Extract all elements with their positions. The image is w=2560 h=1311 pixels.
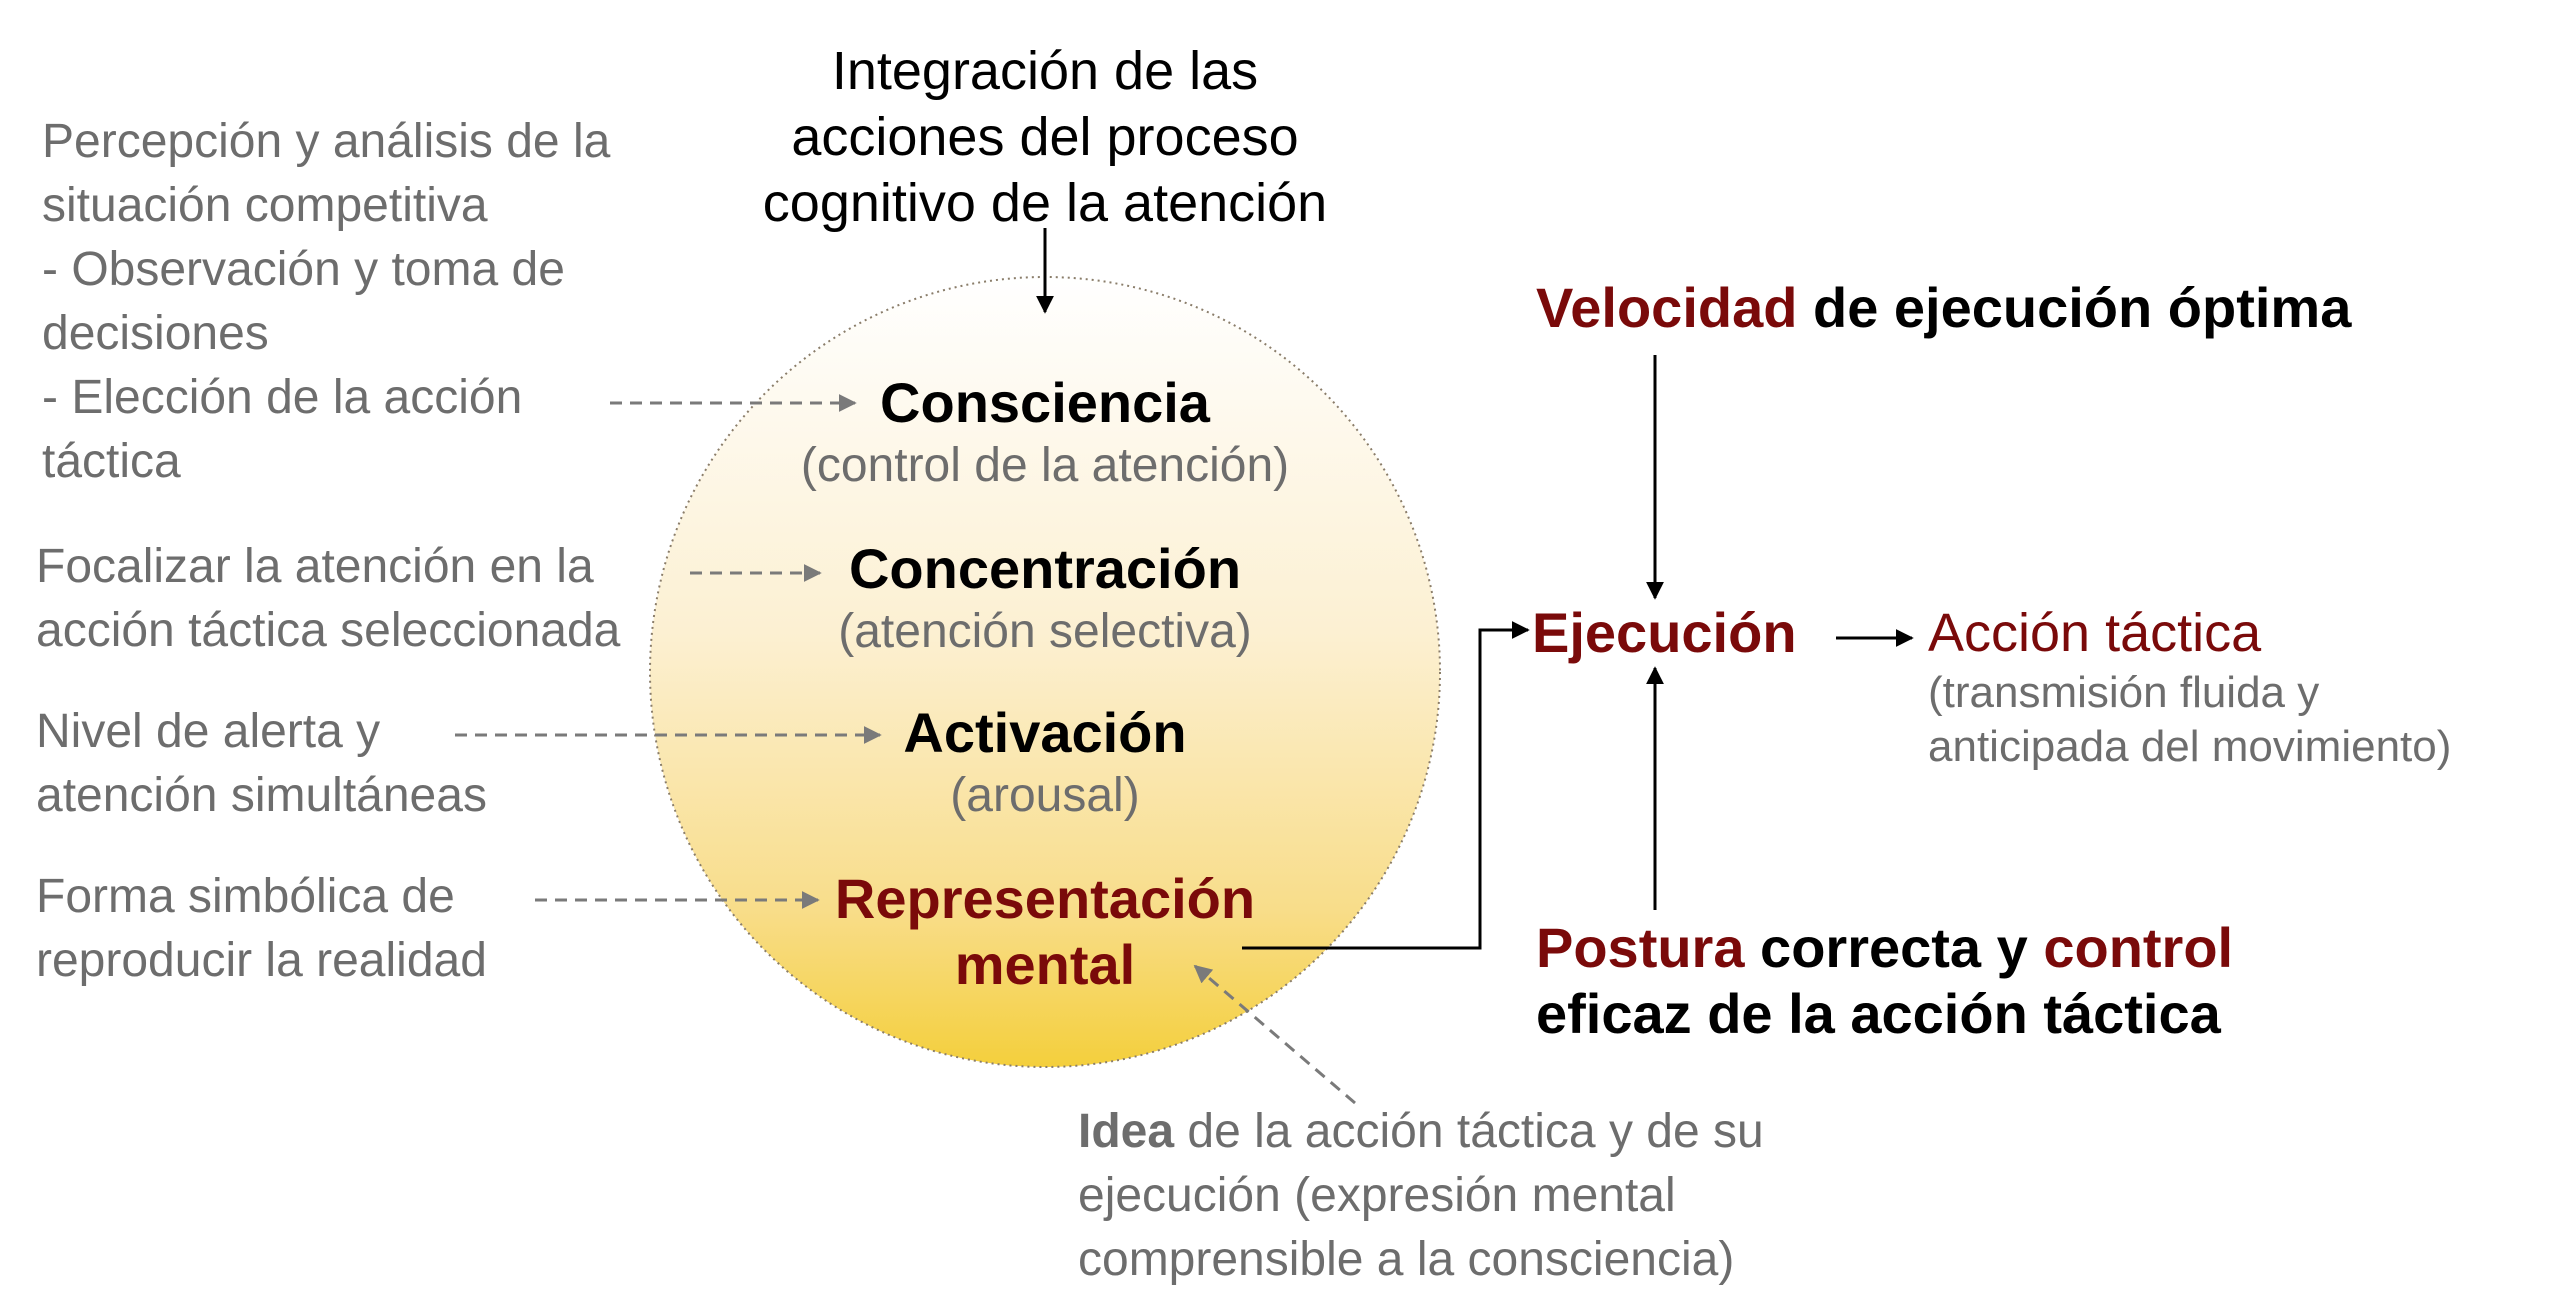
perception-line-1: Percepción y análisis de la: [42, 115, 611, 168]
idea-note: Idea de la acción táctica y de su ejecuc…: [1078, 1100, 1764, 1292]
top-label-line-3: cognitivo de la atención: [762, 173, 1328, 233]
focus-note: Focalizar la atención en la acción tácti…: [36, 535, 620, 663]
perception-line-4: decisiones: [42, 307, 269, 360]
activacion-block: Activación (arousal): [903, 700, 1186, 826]
perception-line-2: situación competitiva: [42, 179, 488, 232]
concentracion-subtitle: (atención selectiva): [838, 605, 1252, 658]
consciencia-subtitle: (control de la atención): [800, 439, 1290, 492]
posture-highlight: Postura: [1536, 916, 1745, 979]
top-label: Integración de las acciones del proceso …: [763, 38, 1327, 236]
concentracion-title: Concentración: [848, 537, 1242, 600]
alert-line-1: Nivel de alerta y: [36, 705, 381, 758]
tactical-action-sub-1: (transmisión fluida y: [1928, 668, 2320, 717]
perception-line-5: - Elección de la acción: [42, 371, 523, 424]
focus-line-2: acción táctica seleccionada: [36, 604, 621, 657]
tactical-action-sub-2: anticipada del movimiento): [1928, 722, 2452, 771]
control-highlight: control: [2043, 916, 2234, 979]
posture-mid: correcta y: [1744, 916, 2044, 979]
alert-note: Nivel de alerta y atención simultáneas: [36, 700, 487, 828]
perception-line-3: - Observación y toma de: [42, 243, 565, 296]
focus-line-1: Focalizar la atención en la: [36, 540, 594, 593]
symbolic-line-2: reproducir la realidad: [36, 934, 487, 987]
concentracion-block: Concentración (atención selectiva): [838, 536, 1252, 662]
representation-to-execution-arrow: [1242, 621, 1530, 950]
idea-arrow: [1193, 964, 1356, 1105]
idea-line-1-rest: de la acción táctica y de su: [1174, 1105, 1764, 1158]
posture-line-1: Postura correcta y control: [1536, 915, 2233, 981]
consciencia-block: Consciencia (control de la atención): [801, 370, 1289, 496]
representacion-line-2: mental: [954, 933, 1136, 996]
symbolic-line-1: Forma simbólica de: [36, 870, 455, 923]
perception-note: Percepción y análisis de la situación co…: [42, 110, 610, 494]
alert-line-2: atención simultáneas: [36, 769, 487, 822]
velocity-rest: de ejecución óptima: [1797, 276, 2352, 339]
activacion-title: Activación: [903, 701, 1187, 764]
posture-line-2: eficaz de la acción táctica: [1536, 982, 2221, 1045]
velocity-highlight: Velocidad: [1536, 276, 1798, 339]
top-label-line-1: Integración de las: [831, 41, 1259, 101]
activacion-subtitle: (arousal): [950, 769, 1140, 822]
idea-line-1: Idea de la acción táctica y de su: [1078, 1100, 1764, 1164]
representacion-block: Representación mental: [835, 866, 1255, 998]
representacion-line-1: Representación: [834, 867, 1256, 930]
tactical-action-block: Acción táctica (transmisión fluida y ant…: [1928, 600, 2451, 774]
perception-line-6: táctica: [42, 435, 181, 488]
consciencia-title: Consciencia: [880, 371, 1210, 434]
posture-label: Postura correcta y control eficaz de la …: [1536, 915, 2233, 1047]
velocity-label: Velocidad de ejecución óptima: [1536, 275, 2351, 341]
tactical-action-title: Acción táctica: [1928, 603, 2262, 663]
execution-label: Ejecución: [1532, 601, 1797, 664]
idea-line-2: ejecución (expresión mental: [1078, 1169, 1676, 1222]
idea-line-3: comprensible a la consciencia): [1078, 1233, 1735, 1286]
top-label-line-2: acciones del proceso: [791, 107, 1299, 167]
idea-bold: Idea: [1078, 1105, 1175, 1158]
symbolic-note: Forma simbólica de reproducir la realida…: [36, 865, 487, 993]
